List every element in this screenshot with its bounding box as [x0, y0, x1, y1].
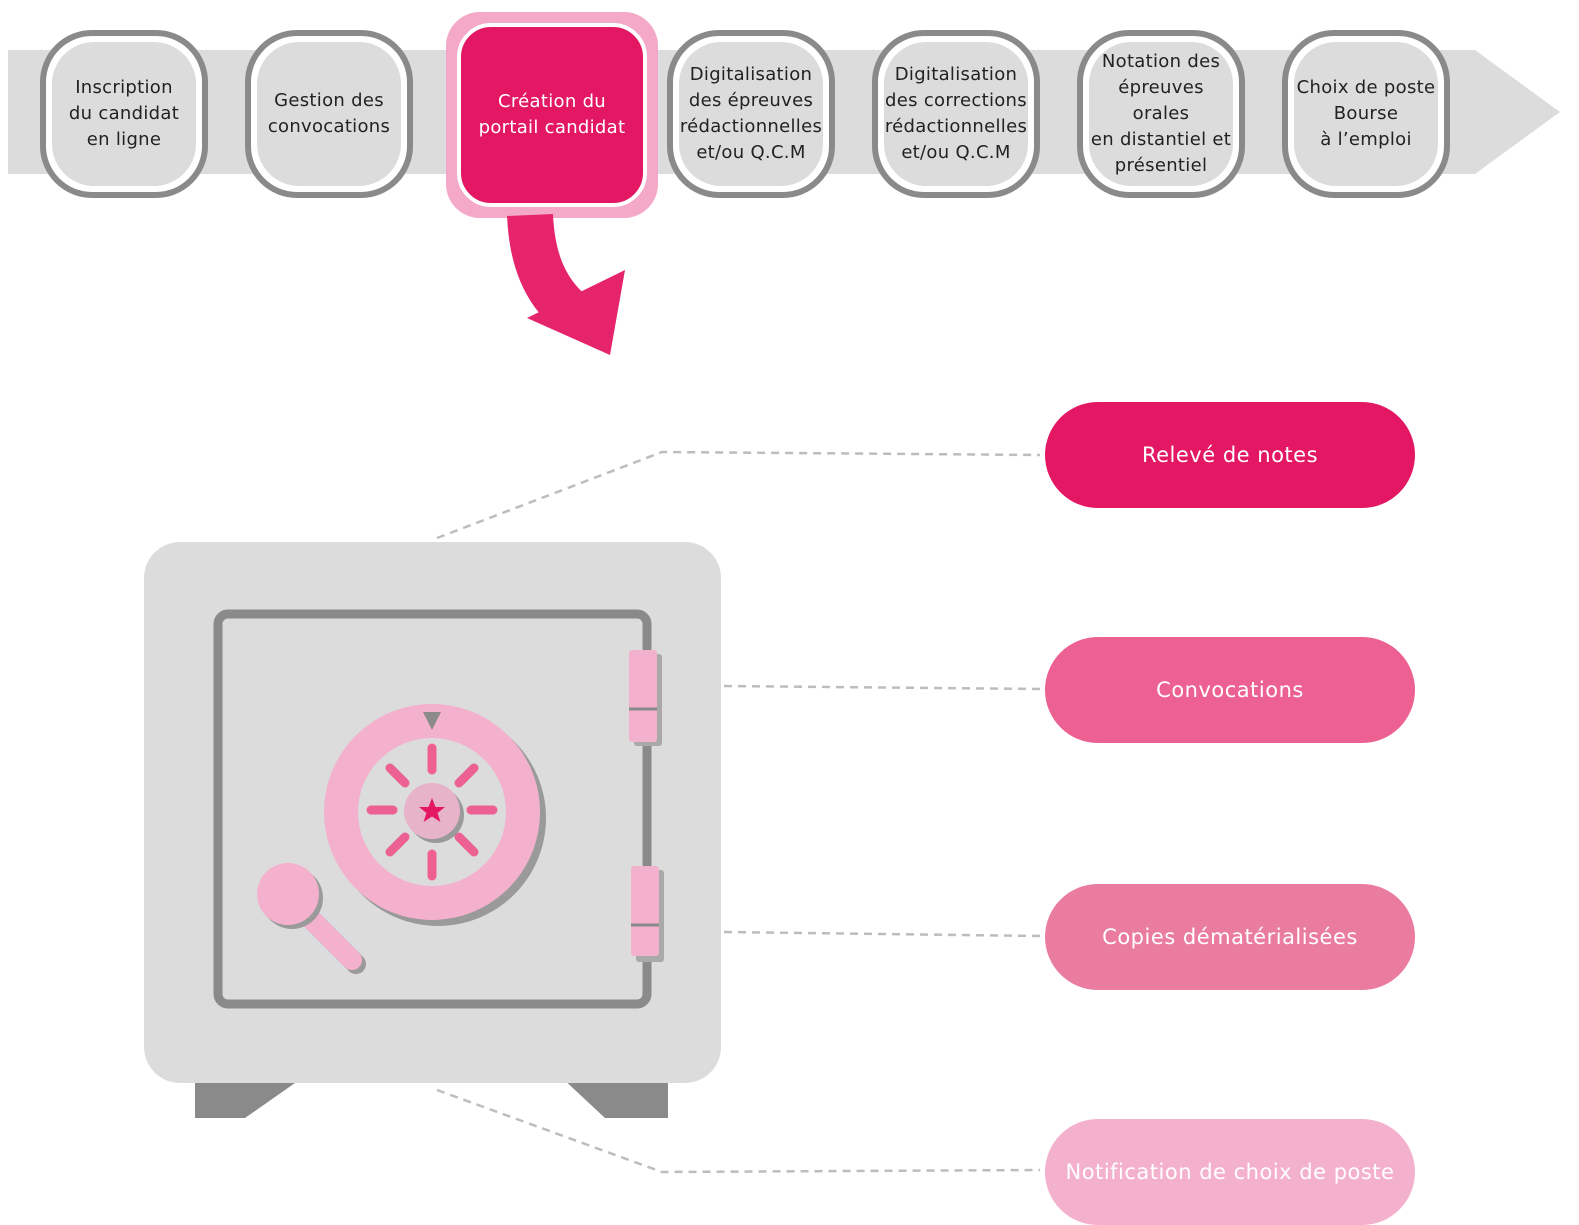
pill-label: Notification de choix de poste [1065, 1160, 1395, 1184]
step-digitalisation-corrections[interactable]: Digitalisation des corrections rédaction… [872, 30, 1040, 198]
pill-label: Convocations [1156, 678, 1304, 702]
step-gestion-convocations[interactable]: Gestion des convocations [245, 30, 413, 198]
combination-dial-icon [324, 704, 546, 926]
pill-label: Copies dématérialisées [1102, 925, 1358, 949]
step-label: Création du portail candidat [478, 91, 626, 138]
step-label: Digitalisation des corrections rédaction… [884, 64, 1028, 163]
pill-copies-dematerialisees[interactable]: Copies dématérialisées [1045, 884, 1415, 990]
curved-arrow-icon [507, 213, 625, 355]
pill-notification-choix-poste[interactable]: Notification de choix de poste [1045, 1119, 1415, 1225]
step-label: Inscription du candidat en ligne [68, 77, 180, 150]
safe-icon [144, 542, 721, 1118]
safe-handle-icon [257, 863, 366, 974]
step-digitalisation-epreuves[interactable]: Digitalisation des épreuves rédactionnel… [667, 30, 835, 198]
connector-line-3 [723, 930, 1041, 938]
step-inscription[interactable]: Inscription du candidat en ligne [40, 30, 208, 198]
step-notation-orales[interactable]: Notation des épreuves orales en distanti… [1077, 30, 1245, 198]
step-label: Gestion des convocations [267, 90, 391, 137]
star-icon [419, 798, 445, 822]
pill-label: Relevé de notes [1141, 443, 1319, 467]
connector-line-2 [723, 684, 1041, 691]
safe-foot-right [560, 1076, 668, 1118]
safe-hinge-bottom [631, 866, 664, 962]
step-label: Choix de poste Bourse à l’emploi [1296, 77, 1436, 150]
step-label: Notation des épreuves orales en distanti… [1090, 51, 1232, 176]
pill-convocations[interactable]: Convocations [1045, 637, 1415, 743]
connector-line-1 [436, 450, 1041, 540]
step-creation-portail[interactable]: Création du portail candidat [446, 12, 658, 218]
connector-line-4 [436, 1088, 1041, 1174]
pill-releve-notes[interactable]: Relevé de notes [1045, 402, 1415, 508]
step-label: Digitalisation des épreuves rédactionnel… [679, 64, 823, 163]
connector-lines [436, 450, 1041, 1174]
safe-hinge-top [629, 650, 662, 746]
safe-foot-left [195, 1076, 305, 1118]
step-choix-poste[interactable]: Choix de poste Bourse à l’emploi [1282, 30, 1450, 198]
